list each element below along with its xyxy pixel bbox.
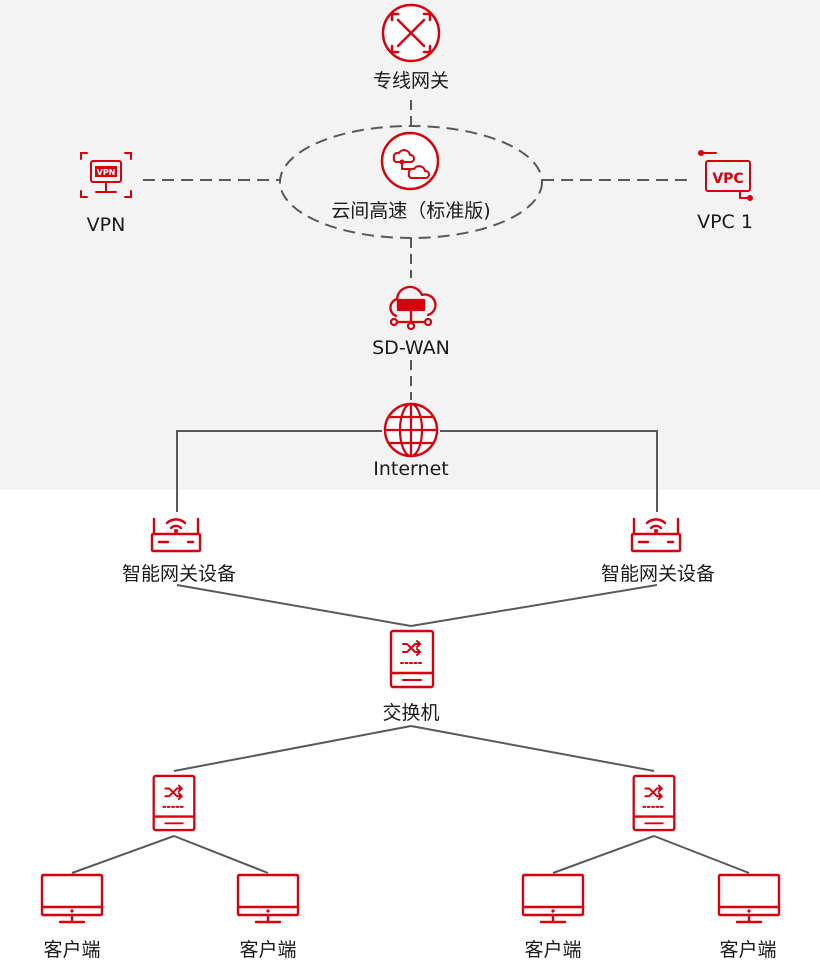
link-switch-sub-right	[410, 725, 655, 772]
link-internet-gateway-right	[440, 430, 658, 512]
monitor-icon	[40, 873, 104, 924]
switch-icon	[632, 774, 676, 832]
dedicated-gateway-node[interactable]	[381, 3, 441, 63]
switch-left-node[interactable]	[151, 774, 197, 832]
gateway-right-node[interactable]	[630, 514, 682, 554]
link-internet-gateway-left	[176, 430, 382, 512]
client-2-label: 客户端	[239, 939, 297, 961]
link-sub-left-client-1	[71, 835, 175, 874]
link-gateway-left-switch	[176, 584, 412, 627]
switch-right-node[interactable]	[631, 774, 677, 832]
core-switch-label: 交换机	[382, 702, 440, 724]
link-sub-left-client-2	[173, 835, 269, 874]
vpc-icon: VPC	[698, 150, 753, 201]
link-sub-right-client-3	[552, 835, 655, 874]
gateway-device-icon	[630, 517, 682, 553]
cloud-connect-icon	[380, 131, 440, 191]
vpc-node[interactable]: VPC	[696, 148, 756, 202]
client-4-label: 客户端	[719, 939, 777, 961]
gateway-right-label: 智能网关设备	[600, 563, 716, 585]
sdwan-cloud-icon	[389, 285, 437, 331]
vpc-label: VPC 1	[697, 211, 753, 233]
vpn-node[interactable]: VPN	[79, 151, 133, 207]
cloud-connect-label: 云间高速（标准版)	[331, 200, 491, 222]
client-3-node[interactable]	[521, 873, 585, 925]
switch-icon	[152, 774, 196, 832]
monitor-icon	[236, 873, 300, 924]
client-1-label: 客户端	[43, 939, 101, 961]
vpn-badge-text: VPN	[97, 168, 116, 177]
vpn-icon: VPN	[80, 152, 132, 198]
link-gateway-right-switch	[410, 584, 658, 627]
vpc-badge-text: VPC	[712, 171, 743, 187]
monitor-icon	[521, 873, 585, 924]
link-sub-right-client-4	[653, 835, 750, 874]
client-1-node[interactable]	[40, 873, 104, 925]
router-icon	[381, 3, 441, 63]
client-2-node[interactable]	[236, 873, 300, 925]
dedicated-gateway-label: 专线网关	[372, 70, 450, 92]
internet-node[interactable]	[382, 401, 440, 459]
switch-icon	[389, 629, 435, 689]
globe-icon	[383, 402, 439, 458]
sdwan-node[interactable]	[382, 278, 442, 334]
core-switch-node[interactable]	[389, 629, 435, 689]
internet-label: Internet	[373, 458, 449, 480]
monitor-icon	[717, 873, 781, 924]
client-3-label: 客户端	[524, 939, 582, 961]
gateway-device-icon	[150, 517, 202, 553]
gateway-left-label: 智能网关设备	[121, 563, 237, 585]
cloud-connect-node[interactable]	[380, 131, 440, 191]
gateway-left-node[interactable]	[150, 514, 202, 554]
vpn-label: VPN	[86, 214, 126, 236]
sdwan-label: SD-WAN	[372, 337, 450, 359]
client-4-node[interactable]	[717, 873, 781, 925]
link-switch-sub-left	[173, 725, 412, 772]
